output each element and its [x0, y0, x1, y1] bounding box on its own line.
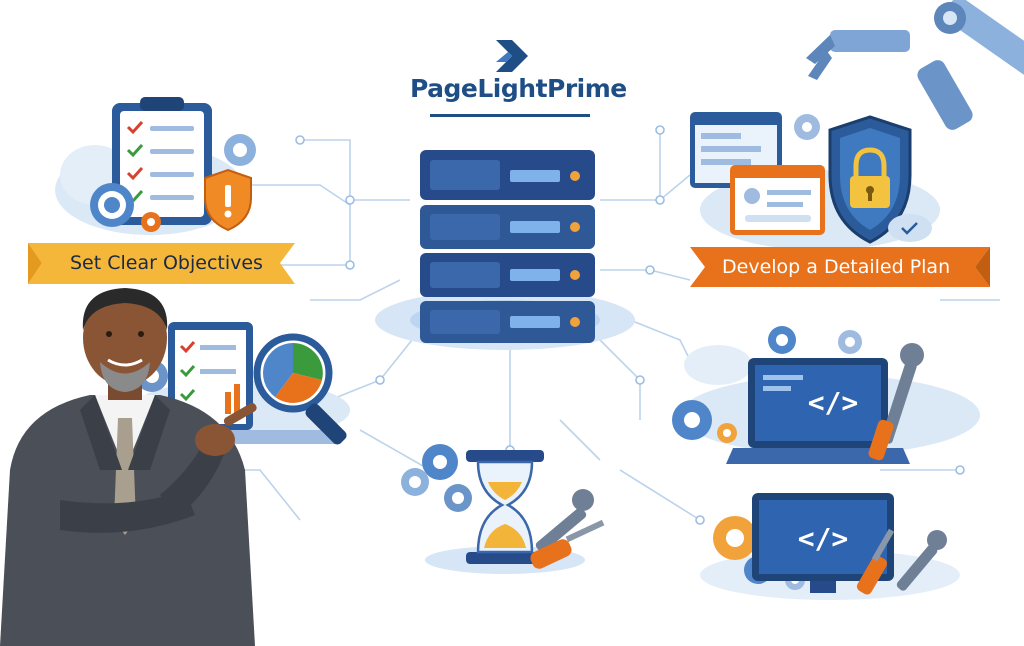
wrench-icon [896, 530, 947, 591]
hourglass-icon [466, 450, 544, 564]
security-lock-shield-icon [828, 115, 912, 244]
gear-icon [141, 212, 161, 232]
svg-text:</>: </> [798, 522, 849, 555]
objectives-illustration [55, 97, 256, 235]
maintenance-illustration: </> [672, 326, 980, 464]
checklist-clipboard-icon [112, 97, 212, 225]
screwdriver-icon [856, 528, 895, 595]
gear-icon [713, 516, 757, 560]
development-illustration: </> [700, 493, 960, 600]
wrench-icon [535, 489, 594, 553]
svg-text:</>: </> [808, 386, 859, 419]
gear-icon [717, 423, 737, 443]
cloud-icon [888, 214, 932, 242]
gear-icon [224, 134, 256, 166]
step-label-develop-detailed-plan: Develop a Detailed Plan [722, 256, 951, 278]
banner-develop-detailed-plan [690, 247, 990, 287]
timeline-illustration [401, 444, 605, 574]
brand-logo-mark [496, 40, 528, 72]
gear-icon [794, 114, 820, 140]
code-laptop-icon: </> [726, 358, 910, 464]
code-monitor-icon: </> [752, 493, 894, 593]
gear-icon [90, 183, 134, 227]
brand-logo: PageLightPrime [410, 74, 627, 103]
gear-icon [422, 444, 458, 480]
server-rack-icon [375, 150, 635, 350]
cloud-icon [684, 345, 752, 385]
browser-window-icon [730, 165, 825, 235]
robotic-arm-icon [806, 0, 1024, 130]
step-label-set-clear-objectives: Set Clear Objectives [70, 252, 263, 274]
warning-shield-icon [204, 168, 252, 232]
banner-set-clear-objectives [28, 243, 295, 284]
gear-icon [838, 330, 862, 354]
gear-icon [444, 484, 472, 512]
screwdriver-icon [530, 519, 605, 569]
gear-icon [401, 468, 429, 496]
magnifier-pie-chart-icon [253, 333, 347, 445]
businessman-figure [0, 288, 257, 646]
gear-icon [672, 400, 712, 440]
wrench-icon [868, 343, 924, 461]
gear-icon [768, 326, 796, 354]
brand-underline [430, 114, 590, 117]
plan-illustration [690, 112, 940, 250]
